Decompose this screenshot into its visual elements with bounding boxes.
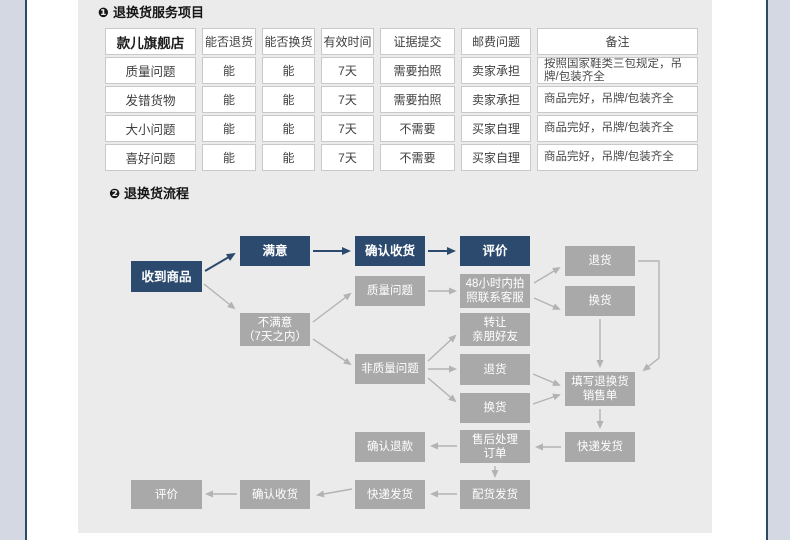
table-header-remark: 备注 — [537, 28, 698, 55]
table-cell: 买家自理 — [461, 144, 531, 171]
table-header-cell: 能否退货 — [202, 28, 256, 55]
table-cell: 质量问题 — [105, 57, 196, 84]
table-header-cell: 能否换货 — [262, 28, 315, 55]
flow-node-receive-goods: 收到商品 — [131, 261, 202, 292]
table-cell: 能 — [202, 144, 256, 171]
flow-node-confirm-refund: 确认退款 — [355, 432, 425, 462]
table-cell: 卖家承担 — [461, 86, 531, 113]
section-title-text: 退换货服务项目 — [113, 5, 205, 20]
table-cell: 不需要 — [380, 115, 455, 142]
flow-node-unsatisfied-7days: 不满意 （7天之内） — [240, 313, 310, 346]
section-title-text: 退换货流程 — [124, 186, 190, 201]
table-cell: 能 — [262, 144, 315, 171]
flow-node-exchange-goods-top: 换货 — [565, 286, 635, 316]
flow-node-transfer-to-friends: 转让 亲朋好友 — [460, 313, 530, 346]
table-cell: 能 — [262, 86, 315, 113]
flow-node-return-goods-top: 退货 — [565, 246, 635, 276]
table-cell: 能 — [202, 57, 256, 84]
table-cell: 需要拍照 — [380, 57, 455, 84]
table-cell: 卖家承担 — [461, 57, 531, 84]
table-cell: 7天 — [321, 57, 374, 84]
table-header-cell: 有效时间 — [321, 28, 374, 55]
right-border-line — [766, 0, 768, 540]
table-cell: 买家自理 — [461, 115, 531, 142]
table-cell-remark: 商品完好，吊牌/包装齐全 — [537, 115, 698, 142]
circled-one-icon: ❶ — [98, 5, 110, 20]
table-cell: 不需要 — [380, 144, 455, 171]
flow-node-return-goods-mid: 退货 — [460, 354, 530, 385]
table-header-store: 款儿旗舰店 — [105, 28, 196, 55]
table-cell: 能 — [262, 57, 315, 84]
flow-node-confirm-receipt-bottom: 确认收货 — [240, 480, 310, 509]
flow-node-express-ship-right: 快递发货 — [565, 432, 635, 462]
table-cell: 发错货物 — [105, 86, 196, 113]
flow-node-fill-sales-form: 填写退换货 销售单 — [565, 372, 635, 406]
flow-node-exchange-goods-mid: 换货 — [460, 393, 530, 423]
flow-node-express-ship-bottom: 快递发货 — [355, 480, 425, 509]
table-cell: 能 — [262, 115, 315, 142]
table-cell: 7天 — [321, 144, 374, 171]
table-cell: 需要拍照 — [380, 86, 455, 113]
table-cell: 7天 — [321, 86, 374, 113]
table-cell-remark: 商品完好，吊牌/包装齐全 — [537, 86, 698, 113]
left-border-line — [25, 0, 27, 540]
table-cell-remark: 按照国家鞋类三包规定，吊牌/包装齐全 — [537, 57, 698, 84]
left-margin-band — [0, 0, 25, 540]
flow-node-confirm-receipt: 确认收货 — [355, 236, 425, 266]
flow-node-non-quality-issue: 非质量问题 — [355, 354, 425, 384]
table-cell: 7天 — [321, 115, 374, 142]
circled-two-icon: ❷ — [109, 186, 121, 201]
right-margin-band — [768, 0, 790, 540]
flow-node-contact-service-48h: 48小时内拍 照联系客服 — [460, 274, 530, 308]
section-title-process: ❷ 退换货流程 — [109, 187, 189, 201]
service-table: 款儿旗舰店 能否退货 能否换货 有效时间 证据提交 邮费问题 备注 质量问题 能… — [105, 28, 698, 171]
table-header-cell: 证据提交 — [380, 28, 455, 55]
table-header-cell: 邮费问题 — [461, 28, 531, 55]
table-cell: 喜好问题 — [105, 144, 196, 171]
flow-node-satisfied: 满意 — [240, 236, 310, 266]
flow-node-review: 评价 — [460, 236, 530, 266]
table-cell: 大小问题 — [105, 115, 196, 142]
table-cell: 能 — [202, 86, 256, 113]
table-cell-remark: 商品完好，吊牌/包装齐全 — [537, 144, 698, 171]
section-title-service-items: ❶ 退换货服务项目 — [98, 6, 204, 20]
flow-node-quality-issue: 质量问题 — [355, 276, 425, 306]
flow-node-distribution-ship: 配货发货 — [460, 480, 530, 509]
table-cell: 能 — [202, 115, 256, 142]
flow-node-review-bottom: 评价 — [131, 480, 202, 509]
flow-node-aftersales-order: 售后处理 订单 — [460, 430, 530, 463]
